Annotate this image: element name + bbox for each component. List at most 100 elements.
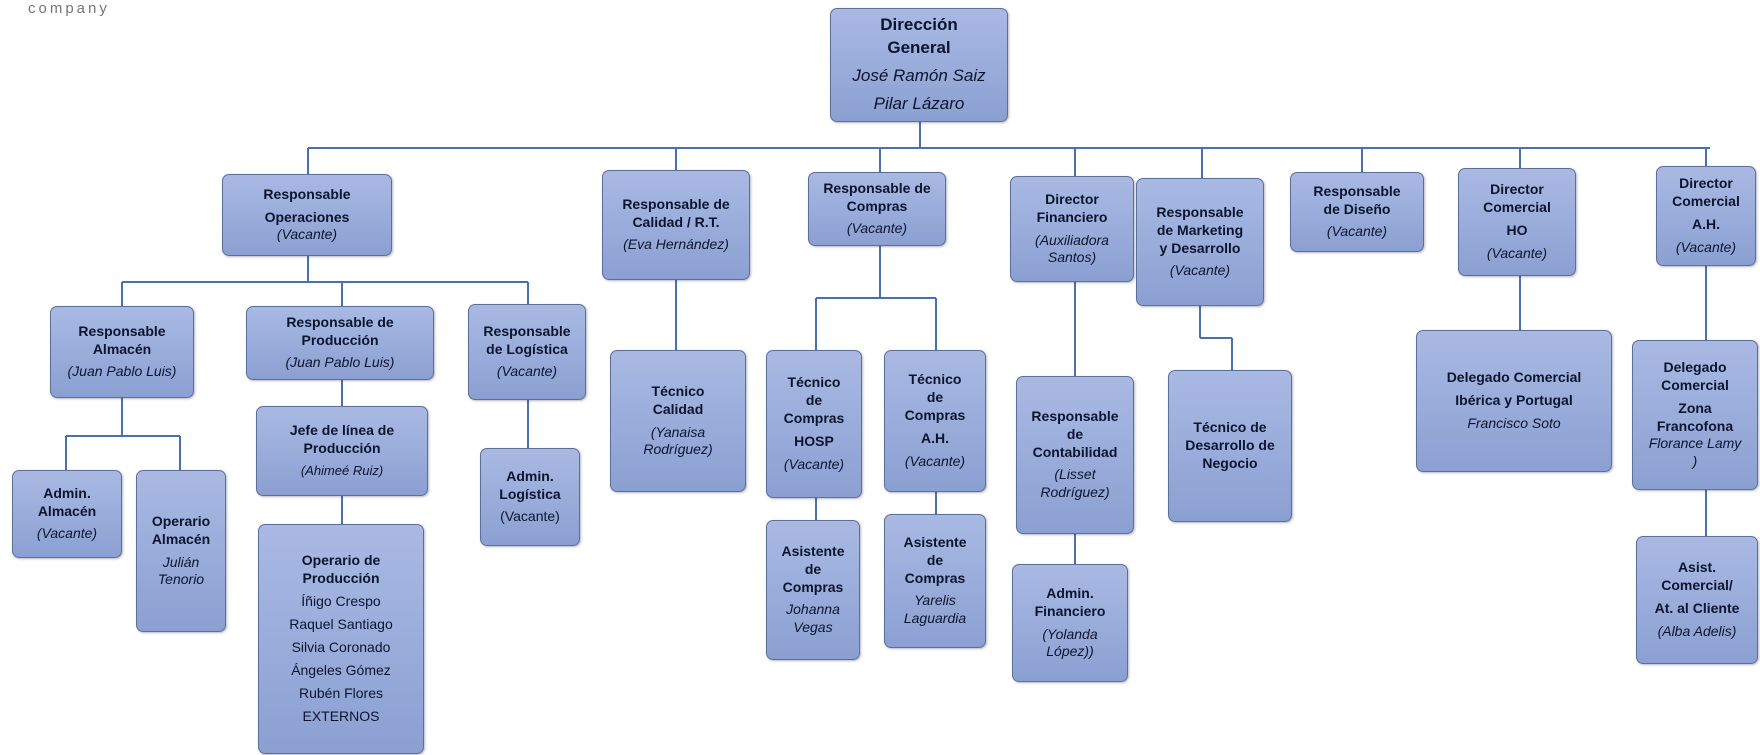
node-title: Admin. xyxy=(506,467,554,484)
node-title: de Marketing xyxy=(1156,221,1244,238)
node-person: (Vacante) xyxy=(1169,262,1231,279)
node-title: A.H. xyxy=(921,429,949,446)
node-director-financiero: Director Financiero (Auxiliadora Santos) xyxy=(1010,176,1134,282)
node-title: de xyxy=(926,389,944,406)
node-person: Yarelis xyxy=(914,592,956,609)
node-title: Delegado xyxy=(1663,358,1727,375)
node-tecnico-compras-hosp: Técnico de Compras HOSP (Vacante) xyxy=(766,350,862,498)
node-title: Logística xyxy=(499,485,561,502)
node-title: de xyxy=(804,560,822,577)
node-operario-produccion: Operario de Producción Íñigo Crespo Raqu… xyxy=(258,524,424,754)
node-person: Francisco Soto xyxy=(1467,414,1561,431)
node-person: (Juan Pablo Luis) xyxy=(285,354,395,371)
node-title: Técnico xyxy=(651,382,705,399)
node-title: Francofona xyxy=(1656,417,1734,434)
node-person: Pilar Lázaro xyxy=(873,93,965,113)
node-admin-logistica: Admin. Logística (Vacante) xyxy=(480,448,580,546)
node-person: (Vacante) xyxy=(500,508,560,525)
node-person: Rodríguez) xyxy=(643,441,713,458)
node-title: Responsable xyxy=(78,322,166,339)
node-title: Almacén xyxy=(37,502,97,519)
node-title: Zona xyxy=(1678,399,1712,416)
node-responsable-produccion: Responsable de Producción (Juan Pablo Lu… xyxy=(246,306,434,380)
node-person: Johanna xyxy=(786,601,840,618)
node-responsable-diseno: Responsable de Diseño (Vacante) xyxy=(1290,172,1424,252)
node-title: Financiero xyxy=(1034,602,1106,619)
node-title: HO xyxy=(1506,222,1528,238)
node-person: ) xyxy=(1692,453,1698,470)
node-responsable-calidad: Responsable de Calidad / R.T. (Eva Herná… xyxy=(602,170,750,280)
node-title: Asistente xyxy=(903,533,967,550)
node-person: (Lisset xyxy=(1054,466,1096,483)
node-person: Rubén Flores xyxy=(298,684,384,701)
node-person: EXTERNOS xyxy=(302,707,380,724)
node-operario-almacen: Operario Almacén Julián Tenorio xyxy=(136,470,226,632)
node-responsable-logistica: Responsable de Logística (Vacante) xyxy=(468,304,586,400)
node-tecnico-compras-ah: Técnico de Compras A.H. (Vacante) xyxy=(884,350,986,492)
node-title: de Logística xyxy=(486,340,568,357)
node-title: Responsable xyxy=(483,322,571,339)
node-title: Comercial xyxy=(1661,376,1729,393)
node-title: de xyxy=(1066,425,1084,442)
node-person: Santos) xyxy=(1047,249,1097,266)
node-title: HOSP xyxy=(794,432,834,449)
node-title: Admin. xyxy=(1046,584,1094,601)
node-person: (Auxiliadora xyxy=(1035,231,1109,248)
node-title: At. al Cliente xyxy=(1654,600,1740,616)
node-asistente-compras-1: Asistente de Compras Johanna Vegas xyxy=(766,520,860,660)
node-title: Director xyxy=(1679,175,1733,192)
node-title: de xyxy=(805,392,823,409)
node-title: Compras xyxy=(904,407,966,424)
node-person: Vegas xyxy=(793,619,833,636)
node-title: Comercial xyxy=(1672,193,1740,210)
node-title: Técnico de xyxy=(1193,419,1267,436)
node-title: Responsable xyxy=(1313,182,1401,199)
node-title: Ibérica y Portugal xyxy=(1455,392,1573,409)
node-title: Producción xyxy=(302,570,380,587)
node-person: Íñigo Crespo xyxy=(301,593,381,610)
node-person: (Ahimeé Ruiz) xyxy=(300,463,384,479)
node-title: Jefe de línea de xyxy=(289,422,395,439)
node-person: José Ramón Saiz xyxy=(852,66,986,85)
node-title: Dirección xyxy=(880,15,958,35)
node-title: Almacén xyxy=(92,340,152,357)
node-person: (Vacante) xyxy=(1486,244,1548,261)
node-title: Operario de xyxy=(301,552,381,569)
node-title: Director xyxy=(1490,181,1544,198)
node-title: Comercial xyxy=(1483,199,1551,216)
node-person: Tenorio xyxy=(157,571,205,588)
node-title: Comercial/ xyxy=(1661,577,1733,594)
node-person: Julián xyxy=(162,553,200,570)
node-title: Calidad / R.T. xyxy=(632,213,720,230)
node-title: Compras xyxy=(782,578,844,595)
node-jefe-linea-produccion: Jefe de línea de Producción (Ahimeé Ruiz… xyxy=(256,406,428,496)
node-tecnico-desarrollo-negocio: Técnico de Desarrollo de Negocio xyxy=(1168,370,1292,522)
node-title: Director xyxy=(1045,190,1099,207)
node-person: (Vacante) xyxy=(276,226,338,243)
node-responsable-almacen: Responsable Almacén (Juan Pablo Luis) xyxy=(50,306,194,398)
node-title: Calidad xyxy=(652,400,704,417)
node-title: Responsable xyxy=(263,185,351,202)
node-title: Responsable xyxy=(1031,407,1119,424)
node-title: Compras xyxy=(846,197,908,214)
node-title: Compras xyxy=(904,569,966,586)
node-title: Contabilidad xyxy=(1032,443,1118,460)
node-title: y Desarrollo xyxy=(1159,239,1241,256)
node-person: Raquel Santiago xyxy=(289,616,393,633)
node-person: (Vacante) xyxy=(846,220,908,237)
node-title: General xyxy=(887,38,951,58)
node-responsable-operaciones: Responsable Operaciones (Vacante) xyxy=(222,174,392,256)
node-delegado-comercial-iberica: Delegado Comercial Ibérica y Portugal Fr… xyxy=(1416,330,1612,472)
node-title: Asist. xyxy=(1677,559,1717,576)
node-person: (Vacante) xyxy=(36,525,98,542)
node-person: (Vacante) xyxy=(496,363,558,380)
node-title: Negocio xyxy=(1202,454,1258,471)
node-person: López)) xyxy=(1046,643,1094,660)
node-title: Producción xyxy=(301,331,379,348)
node-responsable-compras: Responsable de Compras (Vacante) xyxy=(808,172,946,246)
node-person: Rodríguez) xyxy=(1040,484,1110,501)
node-admin-financiero: Admin. Financiero (Yolanda López)) xyxy=(1012,564,1128,682)
node-person: Laguardia xyxy=(903,610,967,627)
node-asistente-compras-2: Asistente de Compras Yarelis Laguardia xyxy=(884,514,986,648)
node-title: Asistente xyxy=(781,542,845,559)
